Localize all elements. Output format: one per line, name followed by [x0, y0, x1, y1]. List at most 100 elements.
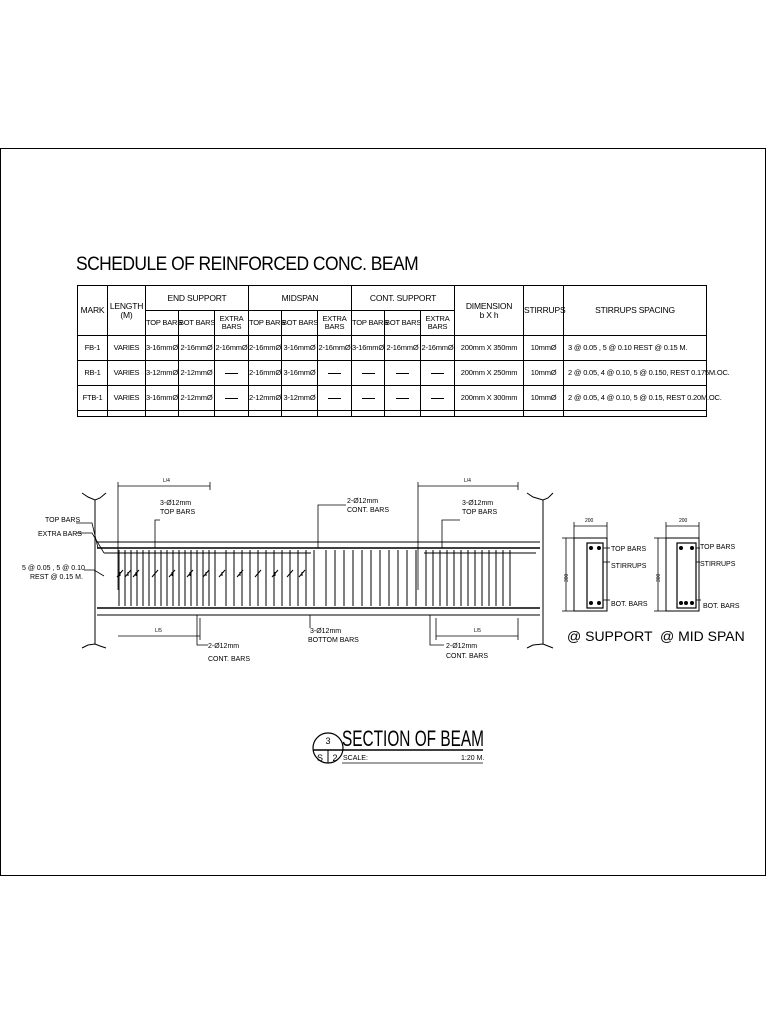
- cont-bars-bottom-right-label: CONT. BARS: [446, 653, 488, 660]
- midspan-caption: @ MID SPAN: [660, 628, 745, 644]
- extra-bar-markers: [116, 569, 306, 578]
- empty-dash: [396, 372, 410, 374]
- subheader-end-top: TOP BARS: [145, 310, 182, 336]
- header-length: LENGTH (M): [107, 285, 146, 336]
- empty-dash: [328, 372, 341, 374]
- header-length-label: LENGTH: [109, 300, 144, 311]
- cell-spacing: 3 @ 0.05 , 5 @ 0.10 REST @ 0.15 M.: [563, 335, 708, 361]
- schedule-title: SCHEDULE OF REINFORCED CONC. BEAM: [76, 254, 419, 275]
- cell-length: VARIES: [107, 335, 146, 361]
- section-title-block: 3 S 2 SECTION OF BEAM SCALE: 1:20 M.: [312, 726, 484, 764]
- support-stirrup: [586, 542, 604, 609]
- subheader-cont-extra: EXTRA BARS: [420, 310, 456, 336]
- cell-spacing: 2 @ 0.05, 4 @ 0.10, 5 @ 0.150, REST 0.17…: [563, 360, 730, 386]
- extra-bar-marker: [271, 569, 279, 578]
- cell-mid-extra: 2-16mmØ: [316, 335, 353, 361]
- cont-bars-top-label: CONT. BARS: [347, 507, 389, 514]
- extra-bar-marker: [168, 569, 176, 578]
- bottom-bars-size: 3-Ø12mm: [310, 628, 341, 635]
- midspan-label-stirrups: STIRRUPS: [700, 561, 736, 568]
- table-empty-row: [77, 410, 708, 417]
- extra-bar-marker: [298, 569, 306, 578]
- extra-bar-marker: [254, 569, 262, 578]
- header-length-unit: (M): [120, 309, 133, 320]
- top-bars-left-size: 3-Ø12mm: [160, 500, 191, 507]
- extra-bar-marker: [202, 569, 210, 578]
- cell-mid-top: 2-12mmØ: [248, 385, 282, 411]
- subheader-cont-top: TOP BARS: [351, 310, 388, 336]
- cell-cont-top: [351, 385, 386, 411]
- label-extra-bars: EXTRA BARS: [38, 531, 82, 538]
- support-dim-height: 300: [564, 573, 570, 582]
- bottom-bars-label: BOTTOM BARS: [308, 637, 359, 644]
- cell-cont-top: 3-16mmØ: [351, 335, 386, 361]
- cont-bars-bottom-right-size: 2-Ø12mm: [446, 643, 477, 650]
- midspan-label-top-bars: TOP BARS: [700, 544, 735, 551]
- subheader-mid-extra: EXTRA BARS: [316, 310, 353, 336]
- cell-end-top: 3-16mmØ: [145, 335, 179, 361]
- scale-label: SCALE:: [343, 755, 368, 762]
- header-mark: MARK: [77, 285, 108, 336]
- header-dimension: DIMENSION b X h: [454, 285, 525, 336]
- cont-bars-bottom-left-label: CONT. BARS: [208, 656, 250, 663]
- support-caption: @ SUPPORT: [567, 628, 653, 644]
- midspan-top-bar: [679, 546, 683, 550]
- cell-stirrups: 10mmØ: [523, 360, 565, 386]
- stirrup-lines: [118, 550, 511, 606]
- subheader-mid-bot: BOT BARS: [281, 310, 318, 336]
- sheet-prefix: S: [317, 753, 323, 763]
- support-bot-bar: [597, 601, 601, 605]
- midspan-bot-bar: [684, 601, 688, 605]
- cell-mark: FB-1: [77, 335, 108, 361]
- top-bars-right-label: TOP BARS: [462, 509, 497, 516]
- top-bars-left-label: TOP BARS: [160, 509, 195, 516]
- extra-bar-marker: [236, 569, 244, 578]
- empty-dash: [328, 397, 341, 399]
- section-at-midspan: 200 300 TOP BARS STIRRUPS BOT. BARS @ MI…: [654, 518, 745, 644]
- extra-bar-marker: [132, 569, 140, 578]
- extra-bar-marker: [218, 569, 226, 578]
- midspan-label-bot-bars: BOT. BARS: [703, 603, 740, 610]
- support-dim-width: 200: [585, 518, 594, 524]
- label-top-bars: TOP BARS: [45, 517, 80, 524]
- top-bars-right-size: 3-Ø12mm: [462, 500, 493, 507]
- midspan-bot-bar: [679, 601, 683, 605]
- beam-outline: [81, 492, 554, 649]
- dimension-lines: [117, 482, 519, 640]
- cell-stirrups: 10mmØ: [523, 385, 565, 411]
- leader-lines: [76, 504, 460, 646]
- sheet-number: 2: [332, 753, 337, 763]
- support-top-bar: [589, 546, 593, 550]
- cont-bars-bottom-left-size: 2-Ø12mm: [208, 643, 239, 650]
- spacing-note-line-1: 5 @ 0.05 , 5 @ 0.10: [22, 565, 85, 572]
- dim-l5-right: L/5: [474, 628, 481, 634]
- empty-dash: [396, 397, 410, 399]
- cont-bars-top-size: 2-Ø12mm: [347, 498, 378, 505]
- dim-l5-left: L/5: [155, 628, 162, 634]
- midspan-bot-bar: [690, 601, 694, 605]
- subheader-end-bot: BOT BARS: [178, 310, 215, 336]
- cell-end-top: 3-12mmØ: [145, 360, 179, 386]
- empty-dash: [431, 397, 445, 399]
- empty-dash: [361, 397, 375, 399]
- support-section-outline: [573, 537, 608, 612]
- cell-spacing: 2 @ 0.05, 4 @ 0.10, 5 @ 0.15, REST 0.20M…: [563, 385, 722, 411]
- midspan-stirrup: [676, 542, 697, 609]
- cell-dimension: 200mm X 300mm: [454, 385, 525, 411]
- cell-mid-extra: [316, 360, 353, 386]
- support-label-bot-bars: BOT. BARS: [611, 601, 648, 608]
- midspan-top-bar: [690, 546, 694, 550]
- beam-dimension-labels: L/4 L/4 L/5 L/5: [155, 478, 481, 634]
- extra-bar-marker: [286, 569, 294, 578]
- header-dimension-label: DIMENSION: [465, 300, 513, 311]
- longitudinal-bars: [97, 547, 540, 609]
- support-top-bar: [597, 546, 601, 550]
- subheader-cont-bot: BOT BARS: [384, 310, 421, 336]
- dim-l4-right: L/4: [464, 478, 471, 484]
- cell-end-bot: 2-12mmØ: [178, 385, 215, 411]
- header-stirrups-spacing: STIRRUPS SPACING: [563, 285, 708, 336]
- section-number: 3: [325, 736, 330, 746]
